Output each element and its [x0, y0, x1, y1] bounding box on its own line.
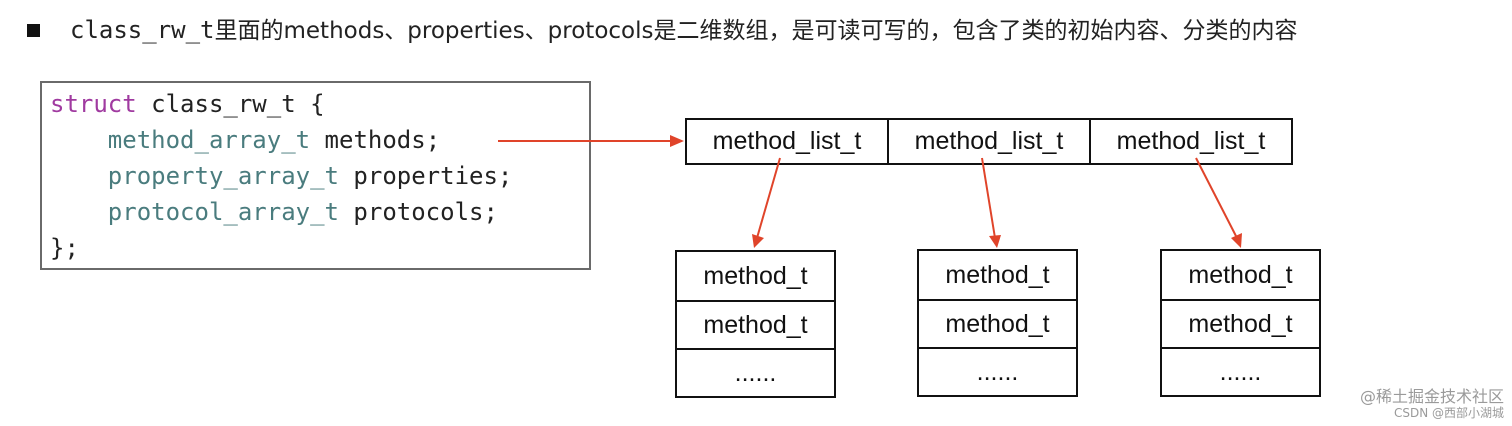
method-cell: method_t [675, 300, 836, 350]
method-list-cell: method_list_t [1089, 118, 1293, 165]
code-line-struct: struct class_rw_t { [50, 89, 325, 119]
method-cell: method_t [1160, 299, 1321, 349]
method-list-cell: method_list_t [887, 118, 1091, 165]
arrow-list-1-to-methods [756, 157, 781, 239]
watermark: @稀土掘金技术社区 CSDN @西部小湖城 [1360, 388, 1504, 422]
code-line-protocols: protocol_array_t protocols; [50, 197, 498, 227]
arrowhead-icon [670, 135, 684, 147]
field-type: property_array_t [107, 162, 339, 190]
struct-keyword: struct [50, 90, 137, 118]
arrowhead-icon [1231, 233, 1242, 248]
method-cell: method_t [917, 299, 1078, 349]
code-line-properties: property_array_t properties; [50, 161, 513, 191]
method-cell: method_t [917, 249, 1078, 301]
field-name: properties; [338, 162, 513, 190]
method-ellipsis-cell: ...... [917, 347, 1078, 397]
method-column: method_t method_t ...... [675, 250, 836, 398]
code-line-methods: method_array_t methods; [50, 125, 440, 155]
method-cell: method_t [675, 250, 836, 302]
method-column: method_t method_t ...... [917, 249, 1078, 397]
arrowhead-icon [989, 235, 1001, 248]
heading-text: 里面的methods、properties、protocols是二维数组，是可读… [214, 18, 1298, 44]
struct-name: class_rw_t { [136, 90, 325, 118]
code-box: struct class_rw_t { method_array_t metho… [40, 81, 591, 270]
code-line-closing: }; [50, 234, 79, 262]
arrow-list-3-to-methods [1195, 157, 1238, 239]
method-cell: method_t [1160, 249, 1321, 301]
watermark-line-1: @稀土掘金技术社区 [1359, 387, 1504, 406]
bullet-square-icon [27, 24, 40, 37]
field-name: protocols; [338, 198, 498, 226]
method-ellipsis-cell: ...... [675, 348, 836, 398]
method-list-cell: method_list_t [685, 118, 889, 165]
arrowhead-icon [752, 234, 764, 248]
arrow-list-2-to-methods [981, 157, 996, 239]
field-type: method_array_t [107, 126, 311, 154]
heading-code: class_rw_t [70, 16, 215, 44]
watermark-line-2: CSDN @西部小湖城 [1393, 406, 1504, 420]
method-ellipsis-cell: ...... [1160, 347, 1321, 397]
field-type: protocol_array_t [107, 198, 339, 226]
method-column: method_t method_t ...... [1160, 249, 1321, 397]
heading: class_rw_t里面的methods、properties、protocol… [70, 14, 1297, 47]
field-name: methods; [310, 126, 441, 154]
